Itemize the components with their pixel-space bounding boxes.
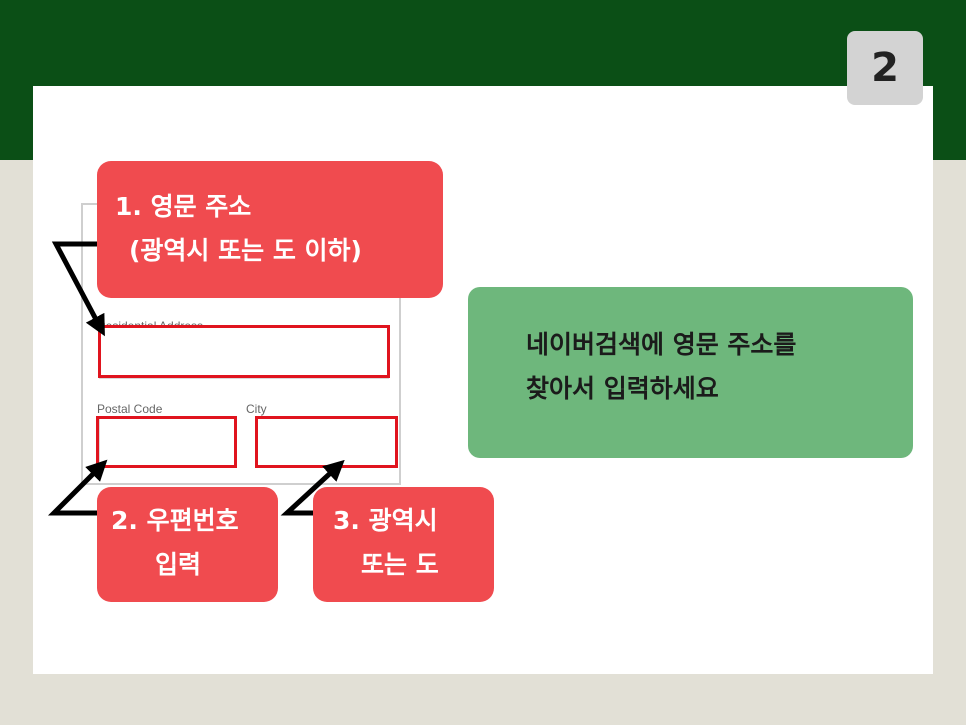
instruction-note-line2: 찾아서 입력하세요 bbox=[526, 374, 719, 403]
postal-code-callout-line1: 2. 우편번호 bbox=[111, 506, 239, 535]
city-callout: 3. 광역시 또는 도 bbox=[313, 487, 494, 602]
address-callout-line1: 1. 영문 주소 bbox=[115, 192, 252, 221]
city-callout-line2: 또는 도 bbox=[361, 550, 439, 579]
city-highlight-box bbox=[255, 416, 398, 468]
residential-address-input[interactable] bbox=[99, 327, 389, 379]
city-callout-line1: 3. 광역시 bbox=[333, 506, 438, 535]
page-number-badge: 2 bbox=[847, 31, 923, 105]
postal-code-highlight-box bbox=[96, 416, 237, 468]
instruction-note: 네이버검색에 영문 주소를 찾아서 입력하세요 bbox=[468, 287, 913, 458]
address-highlight-box bbox=[98, 325, 390, 378]
postal-code-label: Postal Code bbox=[97, 402, 163, 416]
postal-code-callout: 2. 우편번호 입력 bbox=[97, 487, 278, 602]
address-callout-line2: (광역시 또는 도 이하) bbox=[129, 236, 362, 265]
address-callout: 1. 영문 주소 (광역시 또는 도 이하) bbox=[97, 161, 443, 298]
city-label: City bbox=[246, 402, 267, 416]
postal-code-callout-line2: 입력 bbox=[155, 550, 202, 579]
city-input[interactable] bbox=[257, 418, 397, 468]
instruction-note-line1: 네이버검색에 영문 주소를 bbox=[526, 330, 797, 359]
